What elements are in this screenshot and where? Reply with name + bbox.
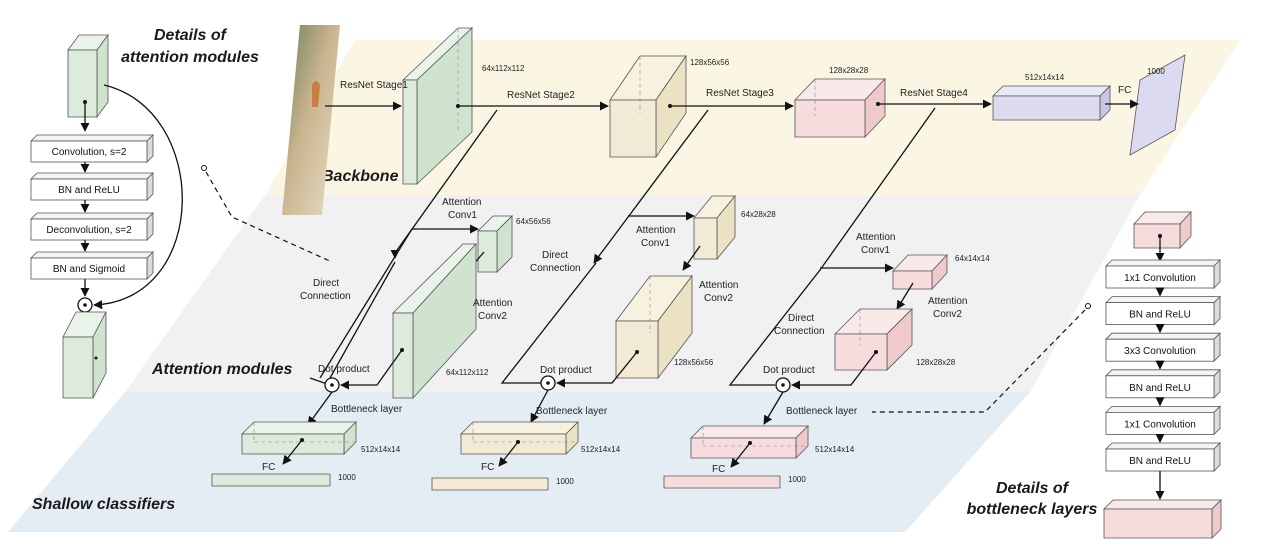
shallow2-fc-dim: 1000 <box>556 477 574 486</box>
bottleneck-output-block <box>1103 499 1222 539</box>
backbone-title: Backbone <box>322 168 399 185</box>
branch2-dot-label: Dot product <box>540 365 592 376</box>
bottleneck-step-4: BN and ReLU <box>1105 368 1221 399</box>
bottleneck-step-4-label: BN and ReLU <box>1129 383 1191 394</box>
branch2-conv1-label-2: Conv1 <box>641 238 670 249</box>
stage3-label: ResNet Stage3 <box>706 88 774 99</box>
bottleneck-step-6-label: BN and ReLU <box>1129 456 1191 467</box>
attn-step-4: BN and Sigmoid <box>30 251 154 280</box>
branch1-conv2-dim: 64x112x112 <box>446 368 489 377</box>
shallow1-bottleneck-label: Bottleneck layer <box>331 404 403 415</box>
branch2-conv2-label-1: Attention <box>699 280 738 291</box>
shallow3-dim: 512x14x14 <box>815 445 855 454</box>
backbone-plane <box>265 40 1240 195</box>
attn-step-1-label: Convolution, s=2 <box>52 147 127 158</box>
branch2-direct-label-1: Direct <box>542 250 568 261</box>
branch1-dot-label: Dot product <box>318 364 370 375</box>
shallow1-fc-label: FC <box>262 462 275 473</box>
attention-branch-3 <box>728 107 948 425</box>
attention-details-title-2: attention modules <box>121 49 259 66</box>
shallow1-fc-dim: 1000 <box>338 473 356 482</box>
stage1-label: ResNet Stage1 <box>340 80 408 91</box>
backbone-fc-label: FC <box>1118 85 1131 96</box>
branch1-direct-label-2: Connection <box>300 291 351 302</box>
attn-step-2-label: BN and ReLU <box>58 185 120 196</box>
branch3-conv2-dim: 128x28x28 <box>916 358 956 367</box>
backbone-fc-plane <box>1129 54 1186 156</box>
backbone-block-stage1 <box>401 27 474 185</box>
attn-step-1: Convolution, s=2 <box>30 134 154 163</box>
shallow3-fc-label: FC <box>712 464 725 475</box>
bottleneck-step-6: BN and ReLU <box>1105 442 1221 472</box>
bottleneck-step-1-label: 1x1 Convolution <box>1124 273 1196 284</box>
stage3-dim: 128x28x28 <box>829 66 869 75</box>
shallow2-fc-label: FC <box>481 462 494 473</box>
stage1-dim: 64x112x112 <box>482 64 525 73</box>
bottleneck-details-title-2: bottleneck layers <box>967 501 1098 518</box>
attention-details-title-1: Details of <box>154 27 228 44</box>
shallow1-dim: 512x14x14 <box>361 445 401 454</box>
backbone-block-stage4 <box>992 85 1111 121</box>
bottleneck-step-5-label: 1x1 Convolution <box>1124 419 1196 430</box>
shallow-block-2 <box>431 421 579 491</box>
shallow-block-3 <box>663 425 809 489</box>
attn-step-3: Deconvolution, s=2 <box>30 212 154 241</box>
bottleneck-step-3-label: 3x3 Convolution <box>1124 346 1196 357</box>
branch1-conv1-label-2: Conv1 <box>448 210 477 221</box>
branch3-direct-label-2: Connection <box>774 326 825 337</box>
shallow3-bottleneck-label: Bottleneck layer <box>786 406 858 417</box>
bottleneck-detail-connector <box>872 309 1086 413</box>
bottleneck-step-3: 3x3 Convolution <box>1105 332 1221 363</box>
backbone-block-stage3 <box>794 78 886 138</box>
branch3-conv1-label-1: Attention <box>856 232 895 243</box>
stage4-label: ResNet Stage4 <box>900 88 968 99</box>
bottleneck-step-5: 1x1 Convolution <box>1105 405 1221 436</box>
shallow-block-1 <box>211 421 357 487</box>
branch3-conv1-dim: 64x14x14 <box>955 254 990 263</box>
attention-branch-1 <box>307 109 513 426</box>
bottleneck-detail-panel <box>1133 210 1192 262</box>
branch2-direct-label-2: Connection <box>530 263 581 274</box>
branch2-conv1-label-1: Attention <box>636 225 675 236</box>
shallow-classifiers-title: Shallow classifiers <box>32 496 175 513</box>
stage2-dim: 128x56x56 <box>690 58 730 67</box>
attention-modules-title: Attention modules <box>151 361 293 378</box>
branch2-conv2-dim: 128x56x56 <box>674 358 714 367</box>
shallow3-fc-dim: 1000 <box>788 475 806 484</box>
branch3-conv1-label-2: Conv1 <box>861 245 890 256</box>
bottleneck-step-2: BN and ReLU <box>1105 295 1221 326</box>
branch1-conv2-label-2: Conv2 <box>478 311 507 322</box>
branch2-conv1-dim: 64x28x28 <box>741 210 776 219</box>
bottleneck-step-1: 1x1 Convolution <box>1105 259 1221 289</box>
branch3-dot-label: Dot product <box>763 365 815 376</box>
stage2-label: ResNet Stage2 <box>507 90 575 101</box>
attention-branch-2 <box>500 109 736 423</box>
branch3-conv2-label-1: Attention <box>928 296 967 307</box>
bottleneck-steps: 1x1 Convolution BN and ReLU 3x3 Convolutio… <box>1105 259 1221 500</box>
shallow2-bottleneck-label: Bottleneck layer <box>536 406 608 417</box>
input-image <box>282 25 340 215</box>
bottleneck-details-title-1: Details of <box>996 480 1070 497</box>
branch1-conv1-label-1: Attention <box>442 197 481 208</box>
attention-detail-panel: Convolution, s=2 BN and ReLU Deconvoluti… <box>30 33 183 399</box>
branch1-conv1-dim: 64x56x56 <box>516 217 551 226</box>
branch1-direct-label-1: Direct <box>313 278 339 289</box>
attn-step-2: BN and ReLU <box>30 172 154 201</box>
branch2-conv2-label-2: Conv2 <box>704 293 733 304</box>
attn-step-4-label: BN and Sigmoid <box>53 264 125 275</box>
branch3-conv2-label-2: Conv2 <box>933 309 962 320</box>
bottleneck-step-2-label: BN and ReLU <box>1129 310 1191 321</box>
shallow2-dim: 512x14x14 <box>581 445 621 454</box>
attn-step-3-label: Deconvolution, s=2 <box>46 225 132 236</box>
branch1-conv2-label-1: Attention <box>473 298 512 309</box>
branch3-direct-label-1: Direct <box>788 313 814 324</box>
stage4-dim: 512x14x14 <box>1025 73 1065 82</box>
backbone-fc-dim: 1000 <box>1147 67 1165 76</box>
